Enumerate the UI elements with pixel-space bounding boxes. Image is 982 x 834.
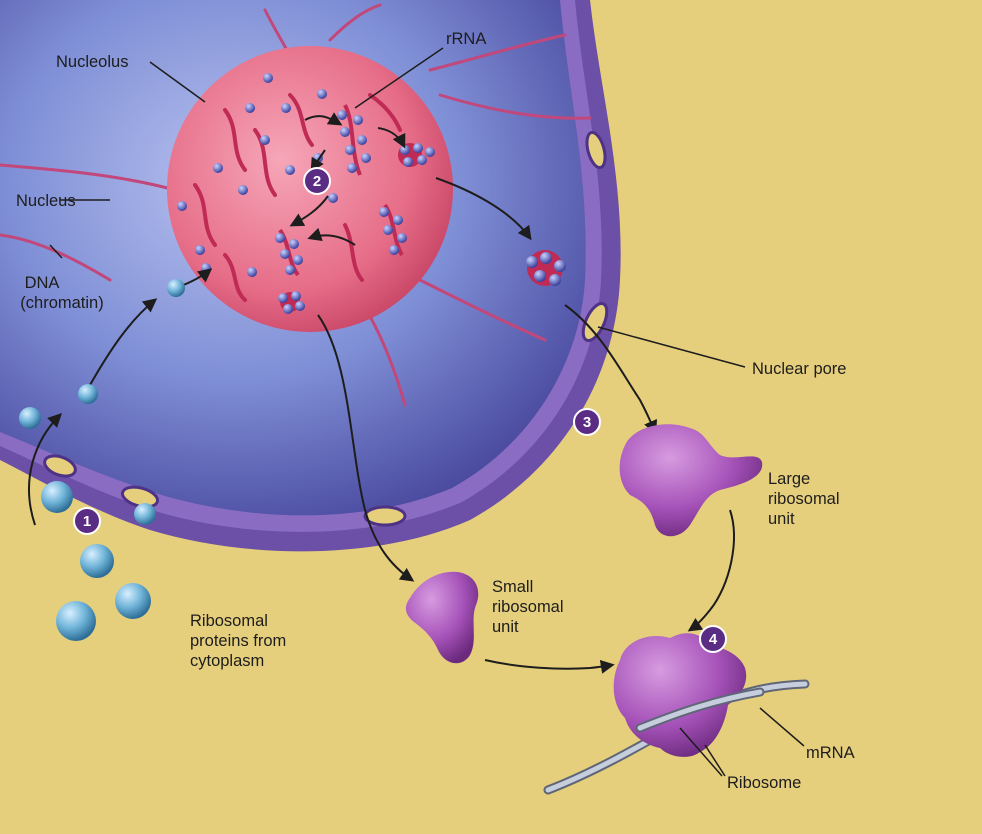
ribosome-precursor-clusters (177, 73, 435, 314)
step-number: 3 (583, 414, 591, 431)
label-large-line1: Large (768, 470, 810, 488)
label-small-line3: unit (492, 618, 519, 636)
pathway-arrows (28, 268, 735, 674)
nuclear-pores (43, 130, 609, 527)
label-nucleolus: Nucleolus (56, 53, 128, 71)
label-proteins-line1: Ribosomal (190, 612, 268, 630)
label-chromatin: (chromatin) (20, 294, 103, 312)
cluster-d (379, 203, 407, 257)
step-badge-3: 3 (573, 408, 601, 436)
label-nucleus: Nucleus (16, 192, 76, 210)
label-proteins-line3: cytoplasm (190, 652, 264, 670)
step-number: 2 (313, 173, 321, 190)
assembled-ribosome (543, 633, 810, 795)
subunit-at-pore (526, 250, 566, 286)
step-badge-2: 2 (303, 167, 331, 195)
cluster-e (278, 291, 305, 314)
label-nuclear-pore: Nuclear pore (752, 360, 846, 378)
label-large-line2: ribosomal (768, 490, 840, 508)
step-badge-1: 1 (73, 507, 101, 535)
label-ribosome: Ribosome (727, 774, 801, 792)
assembly-arrows (289, 112, 532, 246)
ribosomal-proteins (19, 279, 185, 641)
rrna-strands (193, 93, 402, 302)
step-number: 1 (83, 513, 91, 530)
label-rrna: rRNA (446, 30, 486, 48)
large-ribosomal-unit (619, 424, 763, 537)
step-badge-4: 4 (699, 625, 727, 653)
label-large-line3: unit (768, 510, 795, 528)
label-proteins-line2: proteins from (190, 632, 286, 650)
label-small-line1: Small (492, 578, 533, 596)
cluster-c (275, 228, 303, 277)
label-mrna: mRNA (806, 744, 855, 762)
cluster-b (398, 143, 435, 167)
label-small-line2: ribosomal (492, 598, 564, 616)
small-ribosomal-unit (405, 571, 479, 664)
label-dna: DNA (25, 274, 60, 292)
leader-lines (49, 47, 805, 777)
step-number: 4 (709, 631, 718, 648)
